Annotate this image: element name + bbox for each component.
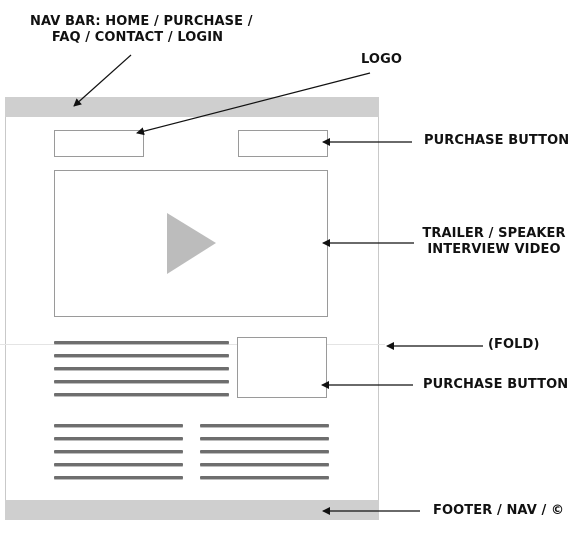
purchase-button-mid-placeholder [237,337,327,398]
text-line [200,450,329,453]
text-line [200,424,329,427]
label-footer: FOOTER / NAV / © [433,503,565,518]
label-video-line1: TRAILER / SPEAKER [422,226,566,241]
text-line [54,450,183,453]
footer-bar [5,500,379,520]
text-line [200,476,329,479]
label-fold: (FOLD) [488,337,540,352]
text-line [54,437,183,440]
text-line [200,437,329,440]
logo-placeholder [54,130,144,157]
text-line [200,463,329,466]
label-video-line2: INTERVIEW VIDEO [427,242,561,257]
text-line [54,367,229,370]
text-line [54,424,183,427]
play-triangle [167,213,216,274]
label-purchase-button-mid: PURCHASE BUTTON [423,377,569,392]
video-placeholder [54,170,328,317]
arrow-logo [136,72,371,136]
label-nav-bar-line1: NAV BAR: HOME / PURCHASE / [30,14,253,29]
text-line [54,380,229,383]
text-line [54,393,229,396]
label-video: TRAILER / SPEAKER INTERVIEW VIDEO [419,226,569,258]
label-logo: LOGO [361,52,402,67]
play-icon [167,213,216,274]
nav-bar [5,97,379,117]
text-line [54,341,229,344]
fold-line [0,344,385,345]
label-nav-bar: NAV BAR: HOME / PURCHASE / FAQ / CONTACT… [30,14,253,46]
text-line [54,463,183,466]
label-nav-bar-line2: FAQ / CONTACT / LOGIN [51,30,224,45]
label-purchase-button-top: PURCHASE BUTTON [424,133,570,148]
text-line [54,476,183,479]
text-line [54,354,229,357]
arrow-nav-bar [73,54,132,107]
